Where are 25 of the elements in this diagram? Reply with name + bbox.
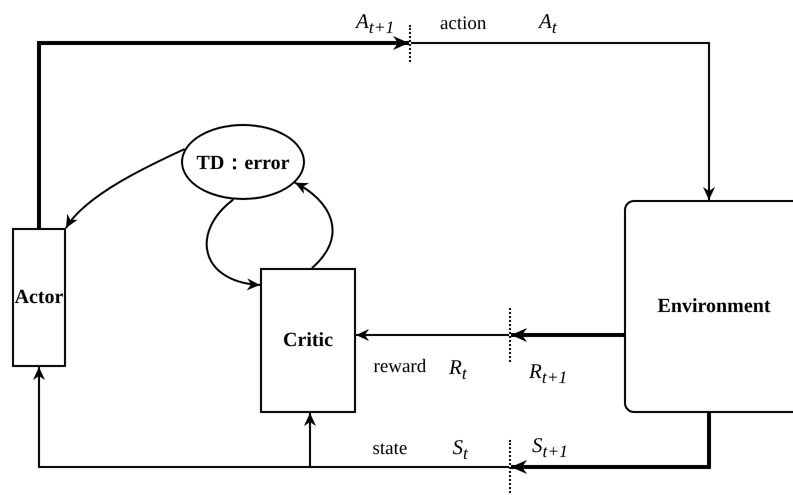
time-step-marker bbox=[409, 25, 411, 62]
signal-label: action bbox=[440, 14, 486, 33]
signal-label: A$_{t}$ bbox=[539, 11, 557, 37]
signal-label: state bbox=[372, 439, 408, 458]
signal-label: S$_{t+1}$ bbox=[532, 435, 568, 461]
time-step-marker bbox=[509, 440, 511, 493]
signal-label: R$_{t}$ bbox=[449, 357, 467, 383]
signal-label: S$_{t}$ bbox=[452, 437, 468, 463]
arrow bbox=[65, 148, 186, 229]
signal-label: A$_{t+1}$ bbox=[356, 11, 394, 37]
arrow bbox=[294, 182, 334, 269]
arrow bbox=[411, 42, 715, 200]
arrow bbox=[304, 413, 509, 468]
actor-box: Actor bbox=[12, 228, 66, 367]
arrow bbox=[356, 329, 509, 341]
arrow bbox=[511, 328, 624, 342]
td-error-ellipse: TD：error bbox=[181, 124, 305, 200]
arrow bbox=[206, 198, 260, 290]
arrow bbox=[37, 36, 409, 228]
arrow bbox=[511, 413, 711, 474]
critic-box: Critic bbox=[260, 268, 356, 413]
signal-label: R$_{t+1}$ bbox=[529, 361, 568, 387]
environment-box: Environment bbox=[624, 200, 793, 413]
signal-label: reward bbox=[374, 357, 426, 376]
time-step-marker bbox=[509, 308, 511, 362]
